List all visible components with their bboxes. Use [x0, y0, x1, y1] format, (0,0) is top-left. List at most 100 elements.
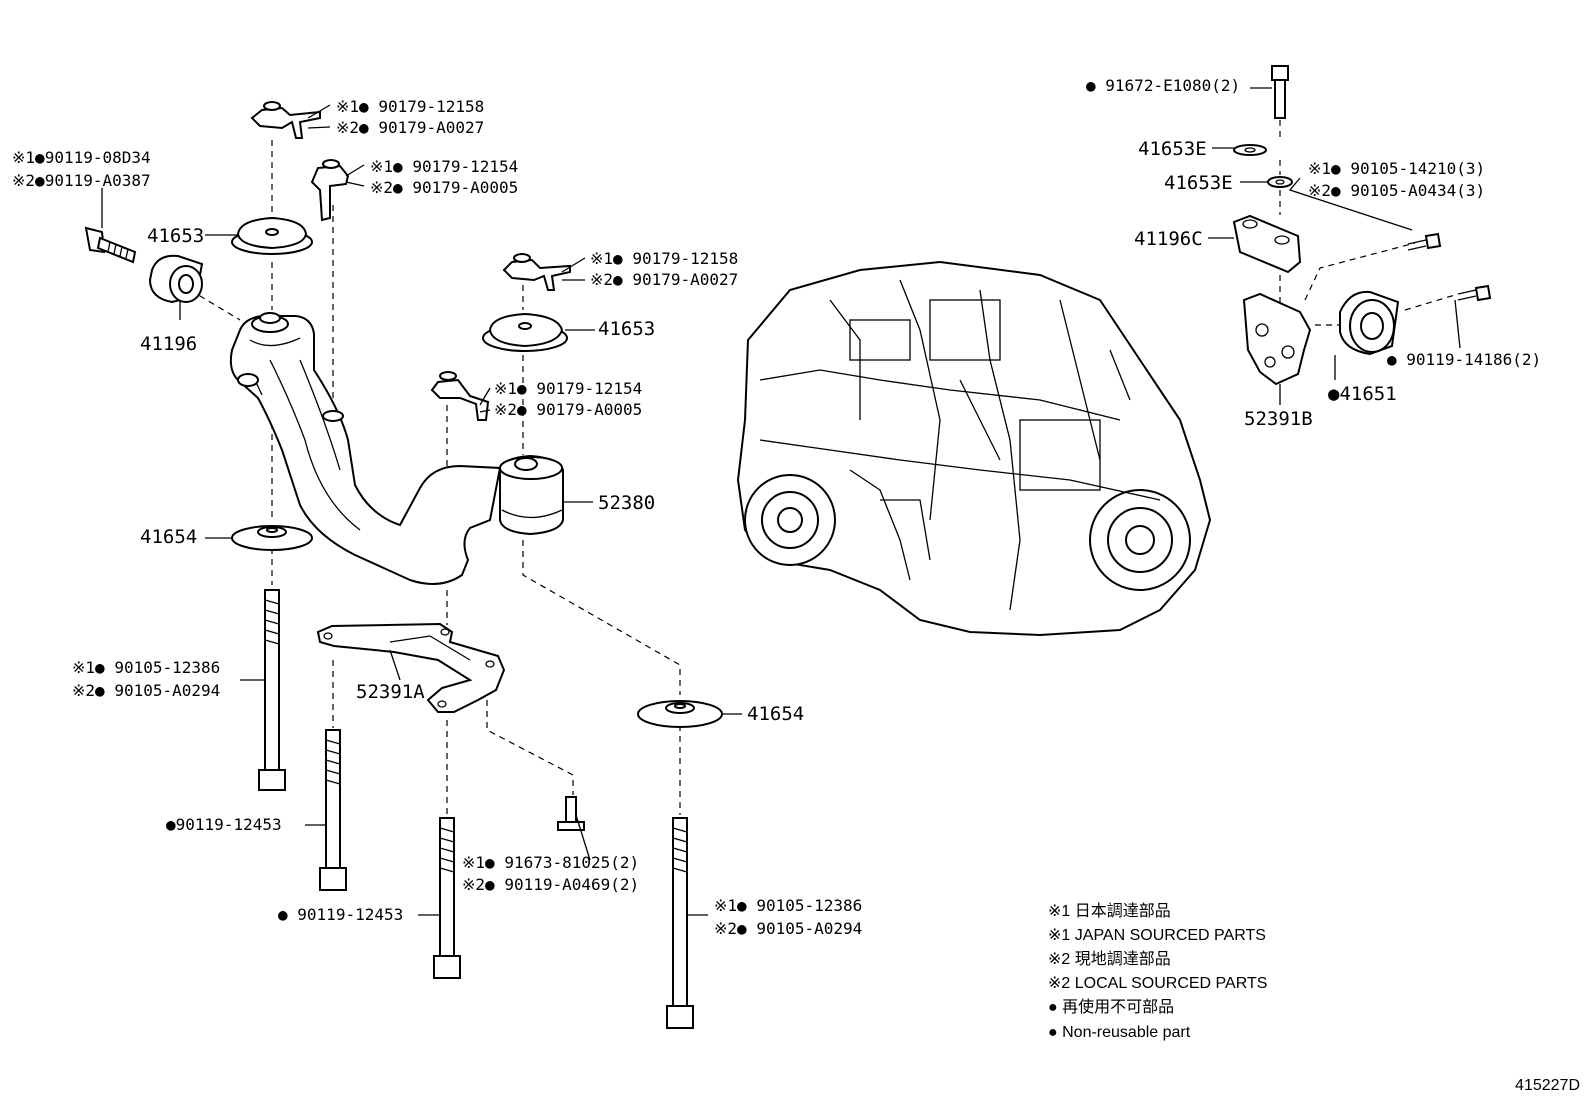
part-number-91672-e1080: 91672-E1080(2)	[1105, 76, 1240, 95]
bullet-icon: ●	[1387, 350, 1397, 369]
svg-text:※2● 90179-A0027: ※2● 90179-A0027	[336, 118, 484, 137]
svg-text:● 再使用不可部品: ● 再使用不可部品	[1048, 998, 1174, 1016]
bullet-icon: ●	[359, 118, 369, 137]
part-41653e-2: 41653E	[1164, 172, 1233, 194]
svg-text:※2● 90105-A0294: ※2● 90105-A0294	[714, 919, 862, 938]
svg-text:● Non-reusable part: ● Non-reusable part	[1048, 1024, 1191, 1041]
part-number-91673-81025: 91673-81025(2)	[504, 853, 639, 872]
part-number-90119-12453: 90119-12453	[176, 815, 282, 834]
svg-text:※2 現地調達部品: ※2 現地調達部品	[1048, 950, 1171, 968]
part-41653-mid: 41653	[598, 318, 655, 340]
bullet-icon: ●	[613, 270, 623, 289]
svg-text:※1● 90179-12154: ※1● 90179-12154	[494, 379, 642, 398]
bullet-icon: ●	[393, 157, 403, 176]
nut-clip-upper-left	[250, 101, 321, 139]
long-bolt-mid-left	[319, 729, 347, 891]
bullet-icon: ●	[1328, 383, 1340, 405]
svg-text:※2● 90105-A0294: ※2● 90105-A0294	[72, 681, 220, 700]
legend-mark: ●	[1048, 1024, 1058, 1041]
flange-bolt-left	[84, 226, 137, 264]
bullet-icon: ●	[166, 815, 176, 834]
bullet-icon: ●	[613, 249, 623, 268]
part-number-90119-a0469: 90119-A0469(2)	[504, 875, 639, 894]
legend-text: 日本調達部品	[1075, 902, 1171, 920]
svg-text:※1● 90179-12154: ※1● 90179-12154	[370, 157, 518, 176]
bullet-icon: ●	[359, 97, 369, 116]
svg-text:※2● 90179-A0005: ※2● 90179-A0005	[370, 178, 518, 197]
callout-mark: ※2	[370, 178, 393, 197]
callout-mark: ※1	[72, 658, 95, 677]
legend-mark: ※1	[1048, 927, 1070, 944]
svg-text:※1● 90179-12158: ※1● 90179-12158	[336, 97, 484, 116]
callout-mark: ※2	[590, 270, 613, 289]
legend-text: Non-reusable part	[1062, 1024, 1191, 1041]
part-number-90105-a0294: 90105-A0294	[114, 681, 220, 700]
labels: ※1●90119-08D34 ※2●90119-A0387 ※1● 90179-…	[12, 76, 1541, 938]
callout-mark: ※1	[462, 853, 485, 872]
svg-text:●41651: ●41651	[1328, 383, 1397, 405]
rear-support-member-bracket	[229, 312, 564, 585]
part-number-90179-12158: 90179-12158	[378, 97, 484, 116]
callout-mark: ※2	[494, 400, 517, 419]
bullet-icon: ●	[95, 681, 105, 700]
leader-lines	[101, 87, 1461, 916]
svg-text:※2● 90119-A0469(2): ※2● 90119-A0469(2)	[462, 875, 639, 894]
part-number-90105-a0294: 90105-A0294	[756, 919, 862, 938]
bullet-icon: ●	[485, 875, 495, 894]
legend-text: LOCAL SOURCED PARTS	[1075, 975, 1268, 992]
bullet-icon: ●	[278, 905, 288, 924]
svg-text:※1● 90105-14210(3): ※1● 90105-14210(3)	[1308, 159, 1485, 178]
svg-text:※1 日本調達部品: ※1 日本調達部品	[1048, 902, 1171, 920]
part-41654-left: 41654	[140, 526, 197, 548]
callout-mark: ※1	[370, 157, 393, 176]
legend-text: 現地調達部品	[1075, 950, 1171, 968]
bullet-icon: ●	[517, 379, 527, 398]
mount-cushion-41196	[148, 254, 204, 304]
svg-text:※1● 90105-12386: ※1● 90105-12386	[72, 658, 220, 677]
part-number-90179-a0005: 90179-A0005	[536, 400, 642, 419]
callout-mark: ※2	[336, 118, 359, 137]
callout-mark: ※2	[462, 875, 485, 894]
part-number-90105-12386: 90105-12386	[756, 896, 862, 915]
part-number-90105-a0434: 90105-A0434(3)	[1350, 181, 1485, 200]
svg-text:※1● 91673-81025(2): ※1● 91673-81025(2)	[462, 853, 639, 872]
callout-mark: ※1	[494, 379, 517, 398]
washer-41653e-2	[1267, 176, 1293, 188]
nut-clip-mid	[430, 371, 490, 421]
legend: ※1 日本調達部品 ※1 JAPAN SOURCED PARTS ※2 現地調達…	[1048, 902, 1267, 1041]
part-number-90119-08d34: 90119-08D34	[45, 148, 151, 167]
transaxle-assembly	[736, 260, 1212, 637]
nut-clip-mid-left	[310, 159, 350, 222]
part-number-90179-a0005: 90179-A0005	[412, 178, 518, 197]
small-bolt-right	[1457, 284, 1492, 302]
svg-text:※2● 90179-A0005: ※2● 90179-A0005	[494, 400, 642, 419]
legend-mark: ※2	[1048, 975, 1070, 992]
callout-mark: ※2	[72, 681, 95, 700]
cushion-41651	[1339, 290, 1400, 356]
stopper-41653-mid	[482, 312, 568, 352]
part-41196c: 41196C	[1134, 228, 1203, 250]
svg-text:※1 JAPAN SOURCED PARTS: ※1 JAPAN SOURCED PARTS	[1048, 927, 1266, 944]
bullet-icon: ●	[517, 400, 527, 419]
bullet-icon: ●	[485, 853, 495, 872]
bullet-icon: ●	[1331, 159, 1341, 178]
svg-text:● 91672-E1080(2): ● 91672-E1080(2)	[1086, 76, 1240, 95]
part-number-90179-a0027: 90179-A0027	[632, 270, 738, 289]
washer-41654-left	[231, 525, 313, 551]
part-52391a: 52391A	[356, 681, 425, 703]
svg-text:※1● 90105-12386: ※1● 90105-12386	[714, 896, 862, 915]
washer-41653e-1	[1233, 144, 1267, 156]
bracket-41196c	[1232, 214, 1302, 274]
svg-text:※2●90119-A0387: ※2●90119-A0387	[12, 171, 151, 190]
callout-mark: ※1	[590, 249, 613, 268]
stopper-41653-left	[231, 216, 313, 255]
part-number-90179-12154: 90179-12154	[412, 157, 518, 176]
svg-text:※2● 90179-A0027: ※2● 90179-A0027	[590, 270, 738, 289]
svg-text:●90119-12453: ●90119-12453	[166, 815, 282, 834]
part-number-90119-14186: 90119-14186(2)	[1406, 350, 1541, 369]
bullet-icon: ●	[737, 896, 747, 915]
long-bolt-right	[666, 817, 694, 1029]
legend-mark: ※1	[1048, 903, 1070, 920]
part-number-90105-14210: 90105-14210(3)	[1350, 159, 1485, 178]
bracket-52391b	[1242, 292, 1312, 386]
